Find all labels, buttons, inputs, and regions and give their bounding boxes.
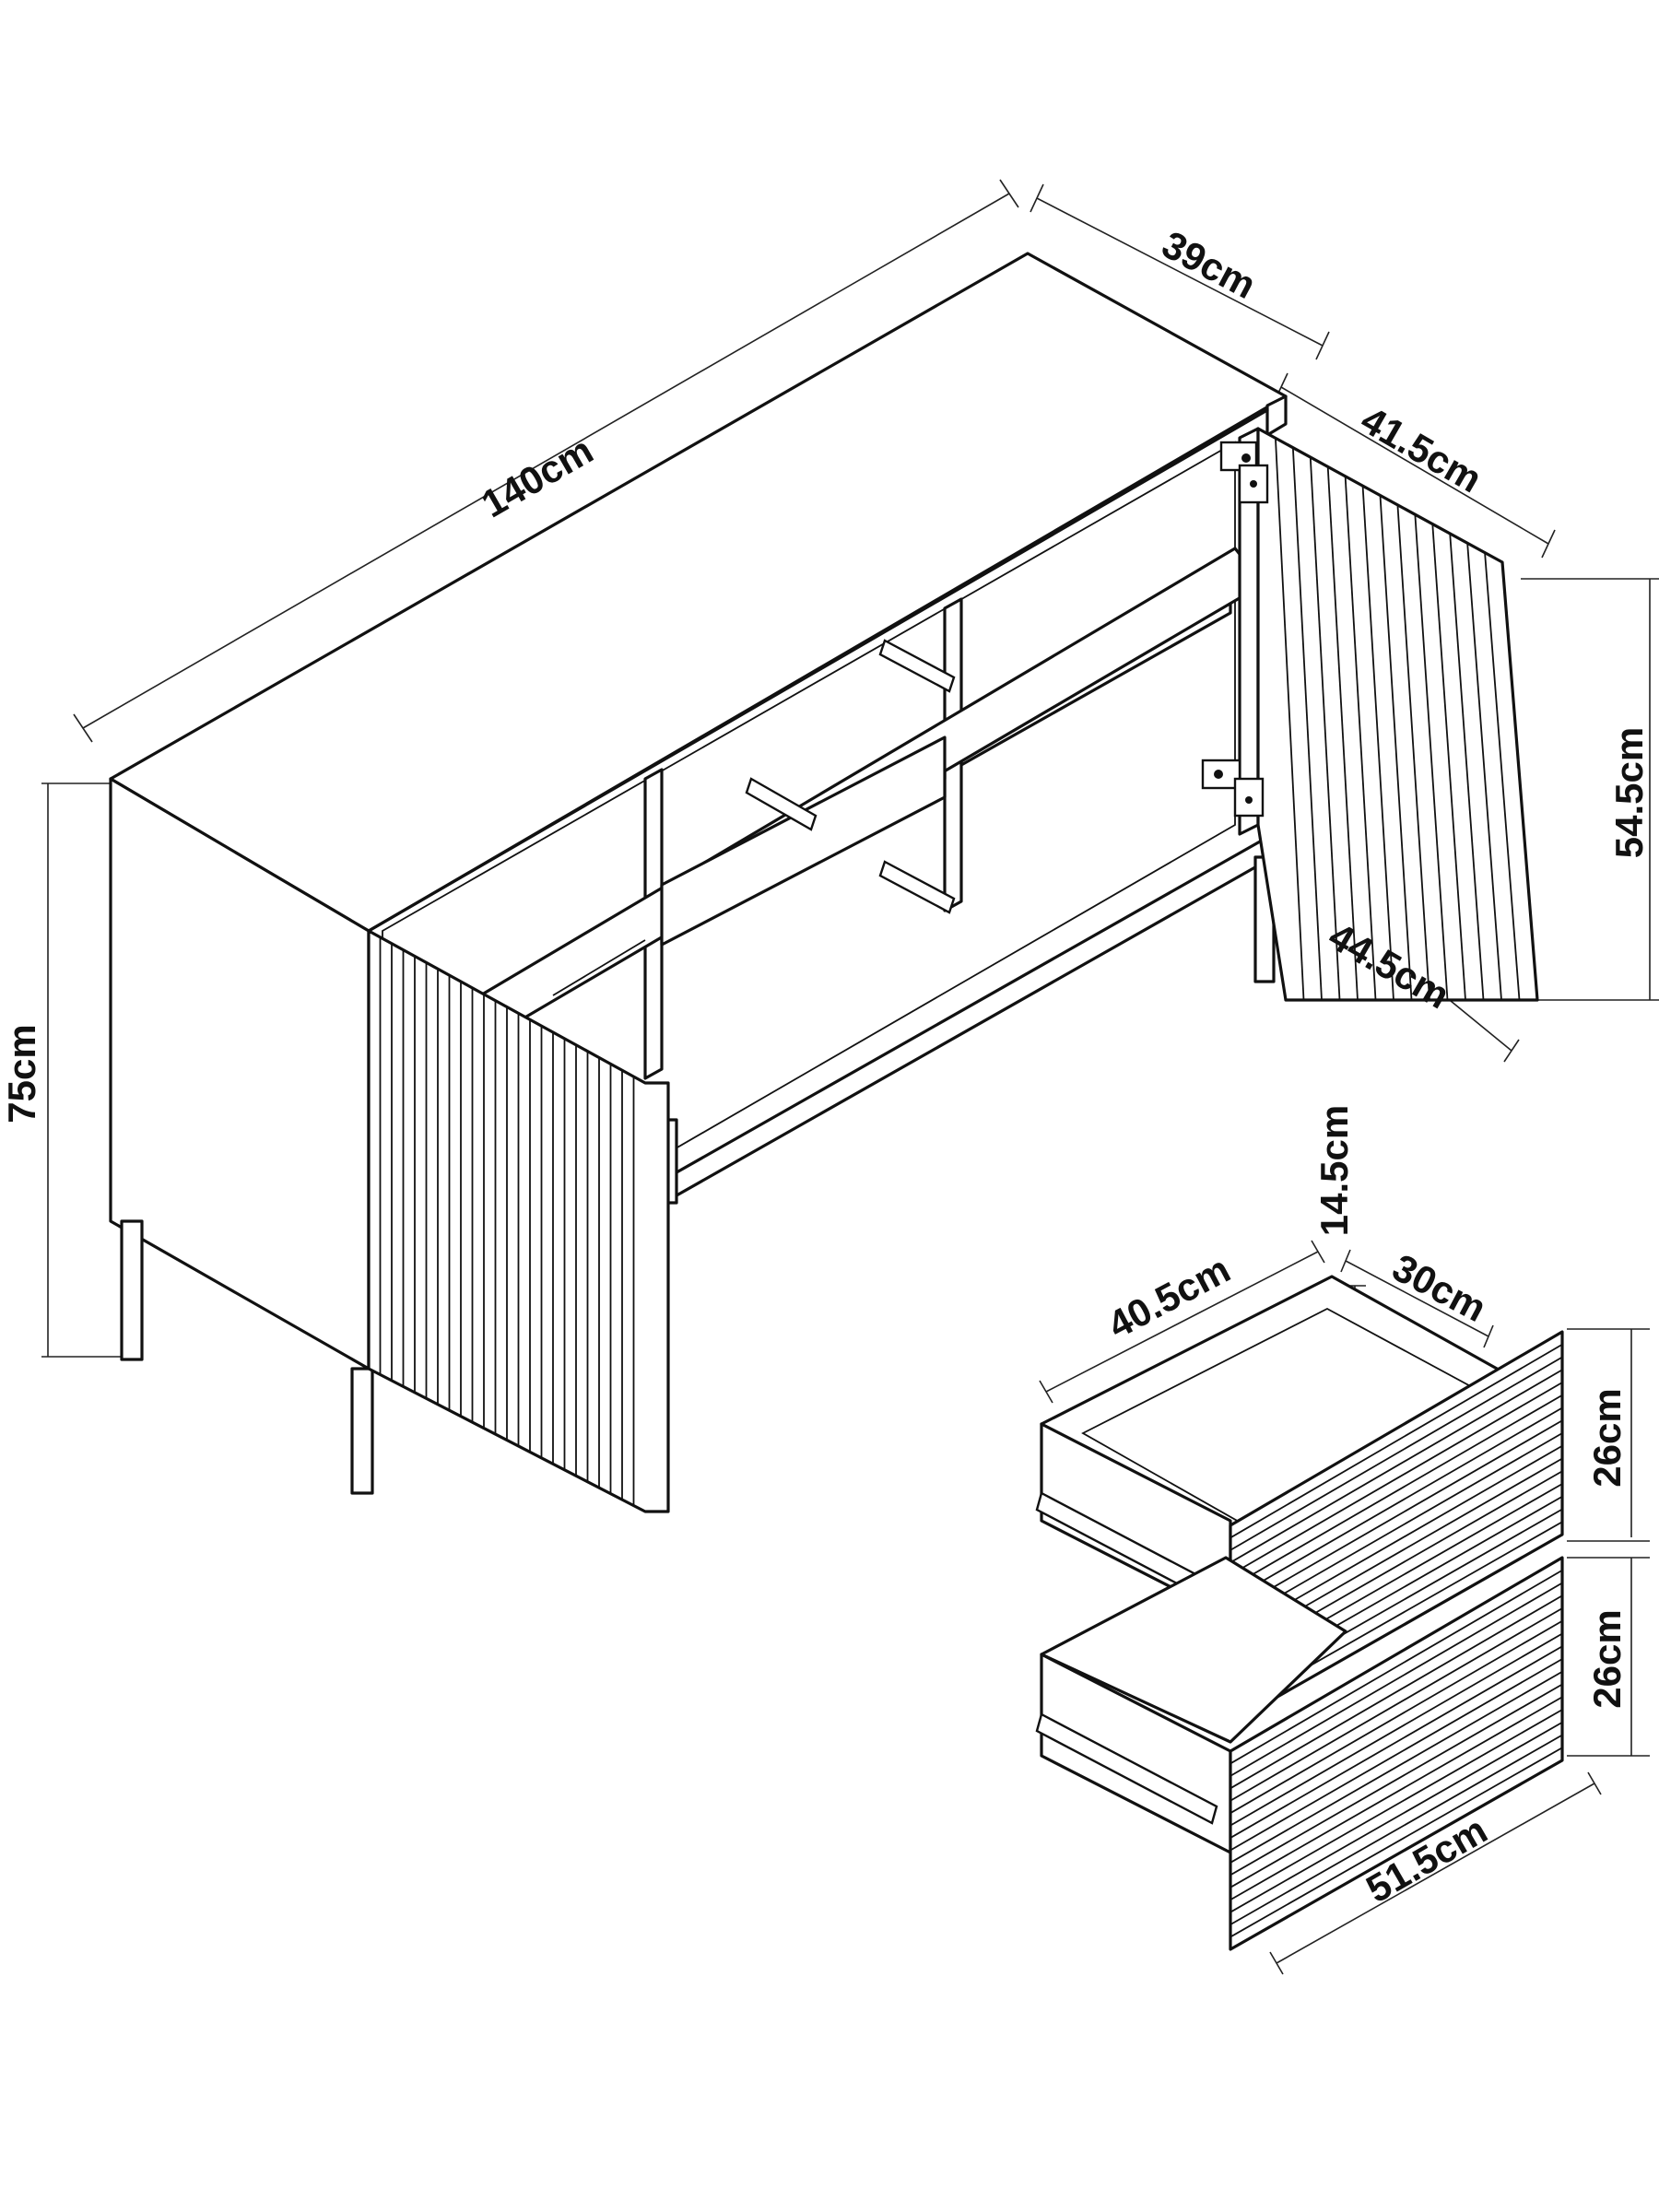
rib-line	[1484, 552, 1521, 1001]
rib-line	[1449, 533, 1485, 1001]
rib-line	[1230, 1394, 1563, 1588]
rib-line	[1326, 466, 1359, 1001]
height-label: 75cm	[0, 1024, 43, 1123]
rib-line	[1230, 1645, 1563, 1839]
runner-icon	[1035, 1712, 1218, 1825]
door-width-label: 41.5cm	[1354, 397, 1489, 500]
rib-line	[1230, 1721, 1563, 1913]
drawer-bottom	[1035, 1556, 1564, 1951]
drawer-front-height-bottom-label: 26cm	[1585, 1609, 1629, 1708]
rib-line	[1230, 1419, 1563, 1613]
sideboard-body	[109, 252, 1288, 1371]
rib-line	[1230, 1709, 1563, 1901]
rib-line	[1230, 1369, 1563, 1564]
rib-line	[1230, 1619, 1563, 1814]
rib-line	[1230, 1747, 1563, 1938]
depth-label: 39cm	[1155, 222, 1263, 307]
runner-icon	[745, 639, 956, 914]
rib-line	[1230, 1569, 1563, 1765]
right-door	[1201, 427, 1539, 1002]
leg-center-front	[350, 1367, 374, 1495]
inner-drawer-front	[660, 735, 947, 947]
rib-line	[1230, 1696, 1563, 1888]
rib-line	[1230, 1607, 1563, 1802]
left-door	[367, 929, 670, 1513]
rib-line	[1309, 457, 1341, 1001]
hinge-icon	[1219, 441, 1269, 504]
drawer-front-height-top-label: 26cm	[1585, 1388, 1629, 1487]
rib-line	[1414, 514, 1449, 1001]
rib-line	[1230, 1406, 1563, 1601]
rib-line	[1230, 1734, 1563, 1925]
rib-line	[1230, 1632, 1563, 1827]
door-height-label: 54.5cm	[1607, 727, 1651, 858]
drawer-inner-height-label: 14.5cm	[1312, 1105, 1356, 1236]
rib-line	[1230, 1594, 1563, 1790]
rib-line	[1396, 504, 1430, 1001]
rib-line	[1230, 1432, 1563, 1626]
rib-line	[1466, 543, 1502, 1001]
rib-line	[1230, 1382, 1563, 1576]
rib-line	[1379, 495, 1413, 1001]
rib-line	[1361, 486, 1394, 1001]
rib-line	[1230, 1582, 1563, 1777]
rib-line	[1230, 1343, 1563, 1539]
top-panel	[109, 252, 1288, 933]
rib-line	[1431, 524, 1466, 1001]
rib-line	[1275, 438, 1305, 1001]
rib-line	[1344, 476, 1377, 1001]
drawer-depth-label: 40.5cm	[1100, 1247, 1237, 1347]
rib-line	[1291, 447, 1323, 1001]
rib-line	[1230, 1670, 1563, 1864]
rib-line	[1230, 1356, 1563, 1551]
rib-line	[1230, 1683, 1563, 1877]
leg-left-front	[120, 1219, 144, 1361]
rib-line	[1230, 1658, 1563, 1852]
hinge-icon	[1201, 759, 1265, 818]
drawer-bottom-opening	[1040, 1556, 1347, 1744]
